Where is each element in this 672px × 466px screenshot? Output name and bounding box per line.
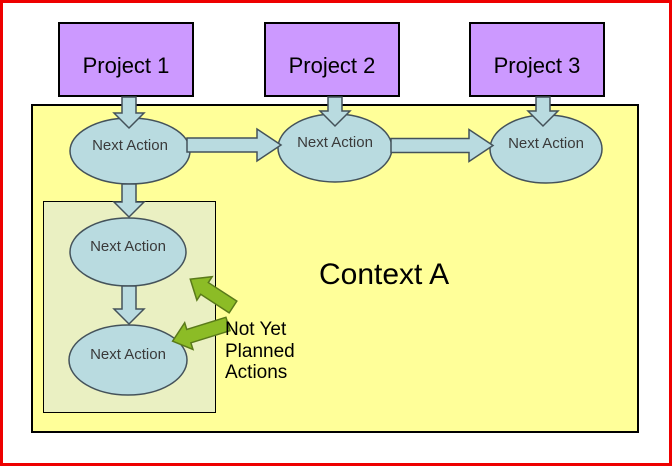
unplanned-action-label-1: Next Action: [90, 238, 166, 255]
next-action-label-1: Next Action: [92, 137, 168, 154]
project-2-down-arrow: [318, 96, 352, 128]
project-1-box: Project 1: [58, 22, 194, 97]
unplanned-action-ellipse-2: [68, 324, 188, 396]
context-a-label: Context A: [319, 258, 450, 291]
project-2-box: Project 2: [264, 22, 400, 97]
project-3-label: Project 3: [493, 53, 581, 78]
project-2-label: Project 2: [288, 53, 376, 78]
unplanned-action-label-2: Next Action: [90, 346, 166, 363]
unplanned-1-to-2-arrow: [112, 285, 146, 326]
project-1-label: Project 1: [82, 53, 170, 78]
not-yet-planned-arrow-upper: [189, 275, 238, 314]
next-action-label-3: Next Action: [508, 135, 584, 152]
next-action-1-to-2-arrow: [186, 127, 283, 163]
project-3-down-arrow: [526, 96, 560, 128]
project-3-box: Project 3: [469, 22, 605, 97]
next-action-label-2: Next Action: [297, 134, 373, 151]
not-yet-planned-arrow-lower: [171, 316, 232, 351]
next-action-to-unplanned-arrow: [112, 183, 146, 219]
not-yet-planned-label: Not Yet Planned Actions: [225, 319, 295, 383]
next-action-2-to-3-arrow: [390, 128, 495, 163]
project-1-down-arrow: [112, 96, 146, 130]
